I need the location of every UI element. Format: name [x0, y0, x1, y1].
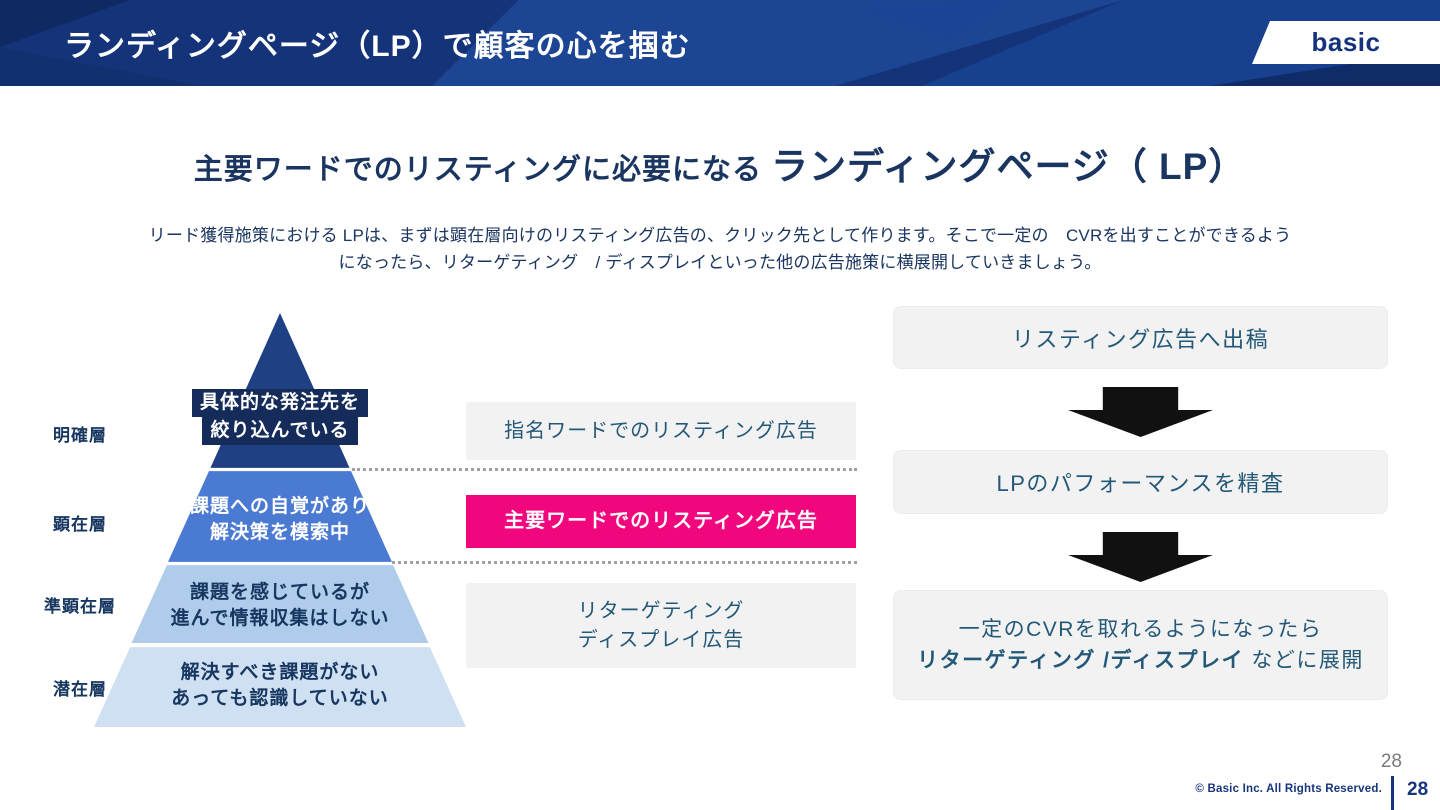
layer-label-meikaku: 明確層 [53, 426, 107, 445]
dotted-divider-top [352, 468, 857, 471]
down-arrow-icon [1068, 387, 1213, 437]
down-arrow-icon [1068, 532, 1213, 582]
copyright-text: © Basic Inc. All Rights Reserved. [1195, 783, 1382, 795]
main-heading: 主要ワードでのリスティングに必要になる ランディングページ（ LP） [0, 136, 1440, 190]
intro-paragraph-line1: リード獲得施策における LPは、まずは顕在層向けのリスティング広告の、クリック先… [148, 226, 1292, 245]
flow-step-3-rest: などに展開 [1244, 649, 1364, 672]
pyramid-layer1-text: 具体的な発注先を 絞り込んでいる [54, 389, 506, 446]
layer-label-kenzai: 顕在層 [53, 515, 107, 534]
intro-paragraph-line2: になったら、リターゲティング / ディスプレイといった他の広告施策に横展開してい… [338, 253, 1102, 273]
brand-logo-band: basic [1252, 21, 1440, 64]
intro-paragraph: リード獲得施策における LPは、まずは顕在層向けのリスティング広告の、クリック先… [30, 222, 1410, 276]
ad-box-shuyo-listing-highlight: 主要ワードでのリスティング広告 [466, 495, 856, 548]
flow-step-3-line2: リターゲティング /ディスプレイ などに展開 [917, 645, 1364, 677]
page-number-gray: 28 [1380, 751, 1402, 772]
pyramid-layer4-text: 解決すべき課題がない あっても認識していない [171, 662, 389, 710]
footer-divider [1391, 776, 1394, 810]
ad-box-retargeting-display: リターゲティング ディスプレイ広告 [466, 583, 856, 668]
ad-box-shimei-listing: 指名ワードでのリスティング広告 [466, 402, 856, 460]
layer-label-senzai: 潜在層 [53, 680, 107, 699]
flow-step-3-bold: リターゲティング /ディスプレイ [917, 649, 1245, 672]
flow-step-3: 一定のCVRを取れるようになったら リターゲティング /ディスプレイ などに展開 [893, 590, 1388, 700]
flow-step-2: LPのパフォーマンスを精査 [893, 450, 1388, 514]
flow-step-3-line1: 一定のCVRを取れるようになったら [958, 617, 1323, 641]
pyramid-layer-kenzai [168, 471, 392, 562]
pyramid-layer-junkenzai [131, 565, 429, 643]
pyramid-layer2-text: 課題への自覚があり 解決策を模索中 [189, 496, 370, 544]
flow-step-1: リスティング広告へ出稿 [893, 306, 1388, 369]
funnel-pyramid: 具体的な発注先を 絞り込んでいる 課題への自覚があり 解決策を模索中 課題を感じ… [94, 313, 466, 727]
slide-title: ランディングページ（LP）で顧客の心を掴む [64, 30, 691, 63]
pyramid-layer3-text: 課題を感じているが 進んで情報収集はしない [170, 582, 390, 630]
main-heading-large: ランディングページ（ LP） [771, 146, 1247, 187]
layer-label-junkenzai: 準顕在層 [44, 597, 116, 616]
header-bar: ランディングページ（LP）で顧客の心を掴む basic [0, 0, 1440, 86]
pyramid-layer-senzai [94, 647, 466, 727]
main-heading-normal: 主要ワードでのリスティングに必要になる [193, 154, 772, 186]
page-number-bold: 28 [1407, 779, 1429, 800]
brand-logo-text: basic [1311, 27, 1381, 57]
dotted-divider-bottom [392, 561, 857, 564]
